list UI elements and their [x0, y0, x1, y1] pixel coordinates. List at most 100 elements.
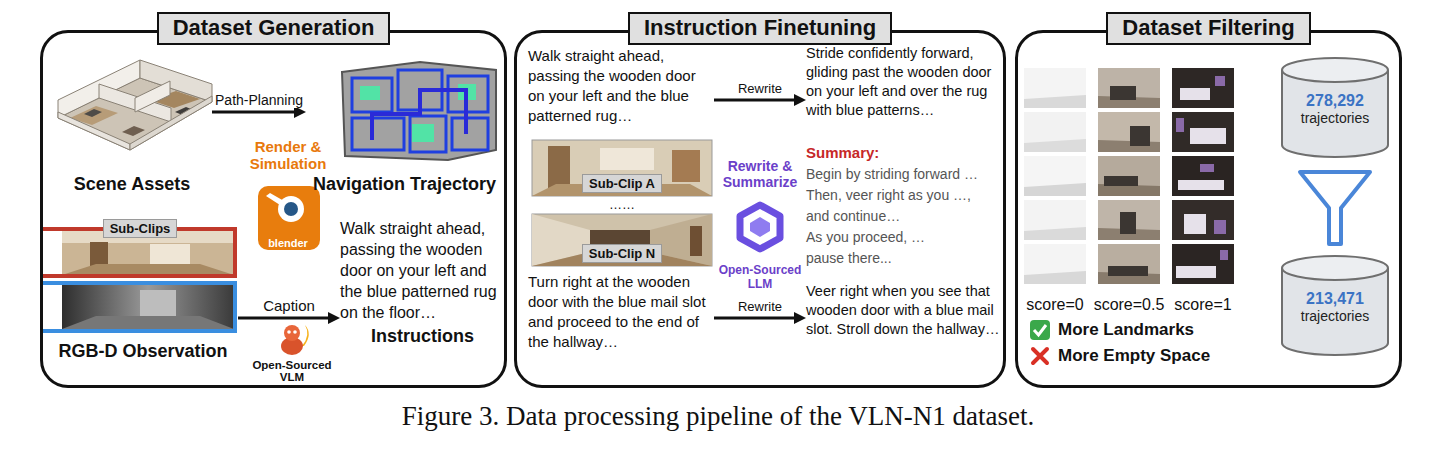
node-label: score=0	[1026, 296, 1083, 314]
node-label: 278,292	[1306, 92, 1364, 110]
room-thumbnail	[1172, 112, 1234, 152]
node-label: score=0.5	[1094, 296, 1165, 314]
node-text: blender	[268, 237, 308, 249]
rgb-floor	[62, 264, 234, 275]
rgb-frame	[62, 231, 234, 275]
node-label: Walk straight ahead, passing the wooden …	[340, 218, 505, 323]
clip-door	[548, 146, 570, 190]
clip-image	[532, 140, 712, 196]
image-tile: Scene Assets	[52, 55, 212, 195]
rewritten-text: Veer right when you see that wooden door…	[806, 282, 1000, 339]
room-thumbnail	[1215, 76, 1225, 86]
node-label: Navigation Trajectory	[313, 174, 496, 195]
score-column: score=0.5	[1090, 64, 1169, 314]
room-thumbnail	[1098, 68, 1160, 108]
room-thumbnail	[1024, 68, 1086, 108]
image-tile: RGB-D ObservationSub-Clips	[48, 212, 238, 362]
blender-logo	[278, 196, 304, 222]
database-cylinder	[1282, 70, 1388, 157]
legend-item: More Empty Space	[1030, 346, 1210, 366]
edge-label-box: Rewrite	[736, 81, 784, 96]
depth-doorway	[140, 290, 176, 316]
room-thumbnail	[1098, 112, 1160, 152]
edge-label-box: Path-Planning	[213, 92, 305, 108]
model-icon: Open-Sourced VLM	[248, 322, 336, 384]
clip-door	[672, 150, 700, 182]
room-thumbnail	[1184, 214, 1206, 234]
flow-arrow	[714, 317, 798, 320]
filter-funnel	[1300, 172, 1370, 244]
edge-label: Caption	[261, 297, 317, 314]
node-label: RGB-D Observation	[58, 341, 227, 362]
node-label: Render & Simulation	[240, 138, 336, 173]
depth-frame	[62, 285, 234, 329]
clip-frame: Sub-Clip N	[532, 214, 712, 266]
house-wall	[135, 81, 170, 112]
room-thumbnail	[1172, 244, 1234, 284]
node-text: and continue…	[806, 206, 1000, 227]
dataset-cylinder: 278,292trajectories	[1280, 56, 1390, 154]
room-thumbnail	[1220, 250, 1228, 260]
blender-logo	[258, 186, 320, 250]
clip-image	[532, 214, 712, 266]
edge-label: Rewrite	[736, 299, 784, 314]
room-thumbnail	[1172, 156, 1234, 196]
vlm-mascot	[284, 325, 300, 341]
room-thumbnail	[1024, 271, 1086, 284]
room-thumbnail	[1024, 112, 1086, 152]
room-thumbnail	[1214, 220, 1226, 234]
room-thumbnail	[1180, 88, 1210, 100]
room-outline	[452, 118, 488, 150]
ellipsis-label: ……	[609, 197, 635, 212]
node-label: Sub-Clip A	[582, 174, 662, 193]
room-thumbnail	[1098, 140, 1160, 152]
node-text: trajectories	[1301, 110, 1369, 126]
llm-logo	[740, 205, 780, 249]
stage-panel: Dataset GenerationScene AssetsNavigation…	[40, 30, 507, 388]
clip-door	[690, 226, 702, 256]
node-label: Dataset Filtering	[1106, 12, 1310, 45]
legend-text: More Landmarks	[1058, 320, 1194, 340]
instruction-text: Turn right at the wooden door with the b…	[528, 272, 714, 352]
node-text: Begin by striding forward …	[806, 164, 1000, 185]
room-thumbnail	[1120, 212, 1136, 234]
node-label: Dataset Generation	[157, 12, 391, 45]
node-label: Open-Sourced VLM	[248, 359, 336, 384]
room-outline	[410, 116, 446, 152]
room-thumbnail	[1024, 139, 1086, 152]
house-furniture	[84, 109, 102, 117]
database-cylinder	[1282, 58, 1388, 82]
room-thumbnail	[1104, 176, 1138, 186]
node-label: 213,471	[1306, 290, 1364, 308]
room-thumbnail	[1024, 95, 1086, 108]
floor-plan	[342, 62, 496, 160]
vlm-mascot	[293, 330, 297, 334]
room-thumbnail	[1024, 183, 1086, 196]
walkable-area	[360, 86, 380, 100]
node-text: trajectories	[1301, 308, 1369, 324]
llm-logo	[750, 217, 770, 237]
check-icon	[1030, 320, 1050, 340]
room-thumbnail	[1178, 180, 1224, 190]
room-thumbnail	[1110, 86, 1136, 100]
depth-bracket	[42, 283, 235, 331]
node-text: As you proceed, …	[806, 227, 1000, 248]
room-thumbnail	[1024, 244, 1086, 284]
node-label: Rewrite & Summarize	[716, 158, 804, 190]
edge-label: Path-Planning	[213, 92, 305, 108]
flow-arrow	[238, 317, 332, 320]
check-icon	[1034, 325, 1046, 335]
legend-text: More Empty Space	[1058, 346, 1210, 366]
depth-floor	[62, 316, 234, 329]
database-cylinder	[1282, 256, 1388, 280]
node-label: Sub-Clip N	[582, 244, 662, 263]
room-thumbnail	[1130, 126, 1150, 146]
dataset-cylinder: 213,471trajectories	[1280, 254, 1390, 352]
room-thumbnail	[1024, 156, 1086, 196]
room-thumbnail	[1200, 164, 1214, 172]
flow-arrow	[714, 99, 798, 102]
instruction-text: Walk straight ahead, passing the wooden …	[340, 218, 505, 347]
room-thumbnail	[1172, 200, 1234, 240]
